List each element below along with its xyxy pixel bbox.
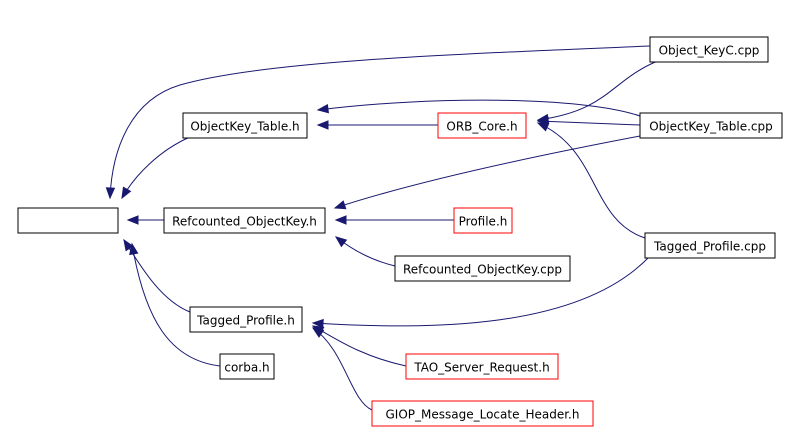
edge-line — [317, 99, 641, 117]
node-label: Refcounted_ObjectKey.cpp — [403, 263, 562, 277]
edge-object-keyc-cpp-to-object-keyc-h — [105, 45, 651, 200]
node-box — [182, 112, 308, 139]
edge-line — [537, 120, 641, 126]
edge-line — [312, 325, 407, 367]
node-label: Profile.h — [459, 215, 508, 229]
node-tagged-profile-cpp[interactable]: Tagged_Profile.cpp — [644, 232, 776, 259]
edge-arrowhead — [333, 200, 347, 210]
edge-orb-core-h-to-objectkey-table-h — [316, 120, 438, 130]
edge-refcounted-objectkey-h-to-object-keyc-h — [126, 215, 164, 225]
node-box — [371, 400, 594, 427]
edge-arrowhead — [123, 238, 134, 252]
node-objectkey-table-cpp[interactable]: ObjectKey_Table.cpp — [639, 112, 783, 139]
edge-arrowhead — [316, 120, 329, 130]
edge-objectkey-table-h-to-object-keyc-h — [121, 136, 191, 200]
node-object-keyc-cpp[interactable]: Object_KeyC.cpp — [649, 36, 769, 63]
edge-arrowhead — [334, 215, 347, 225]
edge-layer — [105, 45, 661, 411]
edge-line — [312, 255, 651, 327]
node-corba-h[interactable]: corba.h — [219, 353, 275, 380]
node-label: Tagged_Profile.cpp — [653, 240, 766, 254]
node-orb-core-h[interactable]: ORB_Core.h — [437, 112, 527, 139]
edge-tagged-profile-h-to-object-keyc-h — [123, 238, 191, 313]
node-box — [219, 353, 275, 380]
edge-refcounted-objectkey-cpp-to-refcounted-objectkey-h — [334, 236, 396, 267]
edge-line — [537, 59, 661, 121]
node-box — [644, 232, 776, 259]
node-profile-h[interactable]: Profile.h — [453, 207, 513, 234]
node-label: ObjectKey_Table.cpp — [649, 120, 773, 134]
node-box — [453, 207, 513, 234]
edge-tagged-profile-cpp-to-tagged-profile-h — [311, 255, 651, 329]
node-object-keyc-h: Object_KeyC.h — [17, 207, 119, 234]
edge-line — [334, 135, 641, 209]
node-label: ORB_Core.h — [446, 120, 517, 134]
node-label: ObjectKey_Table.h — [190, 120, 299, 134]
edge-arrowhead — [316, 103, 330, 114]
edge-giop-message-locate-header-h-to-tagged-profile-h — [311, 327, 373, 411]
node-tagged-profile-h[interactable]: Tagged_Profile.h — [189, 306, 303, 333]
node-box — [163, 207, 326, 234]
node-label: Object_KeyC.h — [25, 215, 112, 229]
node-label: Refcounted_ObjectKey.h — [172, 215, 317, 229]
edge-objectkey-table-cpp-to-refcounted-objectkey-h — [333, 135, 641, 210]
node-box — [649, 36, 769, 63]
edge-line — [131, 243, 221, 367]
node-layer: Object_KeyC.h Object_KeyC.cppObjectKey_Ta… — [17, 36, 783, 427]
edge-line — [109, 45, 651, 199]
node-box — [437, 112, 527, 139]
edge-corba-h-to-object-keyc-h — [129, 242, 221, 367]
edge-arrowhead — [121, 186, 132, 200]
node-label: Tagged_Profile.h — [196, 314, 295, 328]
node-box — [405, 353, 559, 380]
node-label: TAO_Server_Request.h — [413, 361, 549, 375]
edge-arrowhead — [126, 215, 139, 225]
edge-profile-h-to-refcounted-objectkey-h — [334, 215, 454, 225]
edge-arrowhead — [129, 242, 139, 256]
node-giop-message-locate-header-h[interactable]: GIOP_Message_Locate_Header.h — [371, 400, 594, 427]
node-label: corba.h — [224, 361, 269, 375]
edge-tao-server-request-h-to-tagged-profile-h — [311, 325, 407, 367]
node-label: GIOP_Message_Locate_Header.h — [386, 408, 580, 422]
edge-objectkey-table-cpp-to-orb-core-h — [536, 116, 641, 127]
node-refcounted-objectkey-cpp[interactable]: Refcounted_ObjectKey.cpp — [394, 255, 571, 282]
node-box — [394, 255, 571, 282]
edge-line — [121, 136, 191, 199]
edge-arrowhead — [311, 327, 325, 338]
edge-arrowhead — [311, 318, 324, 329]
node-label: Object_KeyC.cpp — [659, 44, 760, 58]
edge-arrowhead — [536, 122, 550, 132]
node-objectkey-table-h[interactable]: ObjectKey_Table.h — [182, 112, 308, 139]
edge-line — [537, 122, 646, 239]
node-refcounted-objectkey-h[interactable]: Refcounted_ObjectKey.h — [163, 207, 326, 234]
edge-objectkey-table-cpp-to-objectkey-table-h — [316, 99, 641, 117]
edge-arrowhead — [105, 187, 116, 200]
node-box — [639, 112, 783, 139]
edge-tagged-profile-cpp-to-orb-core-h — [536, 122, 646, 239]
edge-line — [312, 327, 373, 411]
node-box — [189, 306, 303, 333]
edge-arrowhead — [334, 236, 348, 248]
node-box — [17, 207, 119, 234]
node-tao-server-request-h[interactable]: TAO_Server_Request.h — [405, 353, 559, 380]
